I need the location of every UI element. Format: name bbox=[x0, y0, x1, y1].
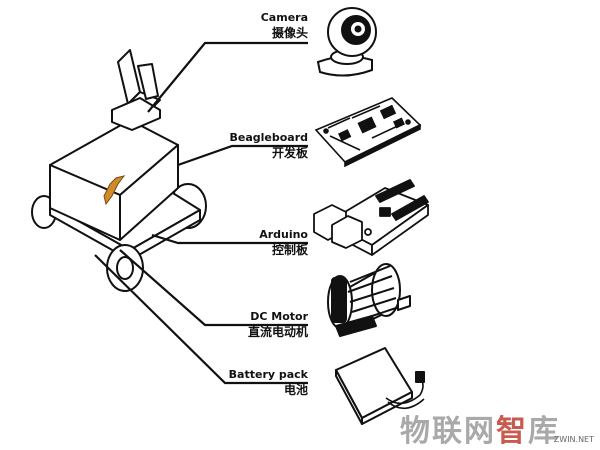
watermark-text-a: 物联网 bbox=[400, 414, 496, 449]
watermark-text: 物联网智库 bbox=[400, 406, 560, 450]
label-dc-motor-zh: 直流电动机 bbox=[247, 325, 308, 339]
label-beagleboard: Beagleboard 开发板 bbox=[229, 131, 308, 161]
label-battery: Battery pack 电池 bbox=[229, 368, 308, 398]
label-battery-zh: 电池 bbox=[283, 383, 308, 397]
leader-line-dc-motor bbox=[119, 249, 308, 327]
watermark-text-b: 智 bbox=[496, 414, 528, 449]
leader-line-arduino bbox=[151, 233, 308, 245]
leader-lines bbox=[94, 41, 308, 385]
label-dc-motor: DC Motor 直流电动机 bbox=[248, 310, 308, 340]
robot-box-side bbox=[119, 144, 179, 241]
watermark-logo: 物联网智库 ZWIN.NET bbox=[400, 402, 596, 450]
label-dc-motor-en: DC Motor bbox=[250, 310, 308, 323]
label-camera: Camera 摄像头 bbox=[261, 11, 308, 41]
circuit-board-icon bbox=[314, 97, 422, 168]
electric-motor-icon bbox=[327, 263, 411, 337]
battery-pack-icon bbox=[335, 347, 425, 425]
watermark-text-c: 库 bbox=[528, 414, 560, 449]
leader-line-camera bbox=[147, 41, 308, 113]
label-camera-zh: 摄像头 bbox=[271, 26, 308, 40]
label-beagleboard-zh: 开发板 bbox=[271, 146, 308, 160]
robot-car-icon bbox=[31, 49, 207, 292]
label-camera-en: Camera bbox=[260, 11, 308, 24]
label-arduino: Arduino 控制板 bbox=[259, 228, 308, 258]
leader-line-beagleboard bbox=[177, 144, 308, 167]
watermark-domain: ZWIN.NET bbox=[553, 435, 594, 444]
leader-line-battery bbox=[94, 254, 308, 385]
webcam-icon bbox=[316, 7, 377, 77]
mast-base bbox=[111, 97, 161, 131]
label-battery-en: Battery pack bbox=[228, 368, 308, 381]
fish-logo-icon bbox=[103, 175, 126, 206]
label-arduino-en: Arduino bbox=[259, 228, 308, 241]
label-arduino-zh: 控制板 bbox=[271, 243, 308, 257]
arduino-board-icon bbox=[313, 179, 429, 256]
label-beagleboard-en: Beagleboard bbox=[229, 131, 308, 144]
